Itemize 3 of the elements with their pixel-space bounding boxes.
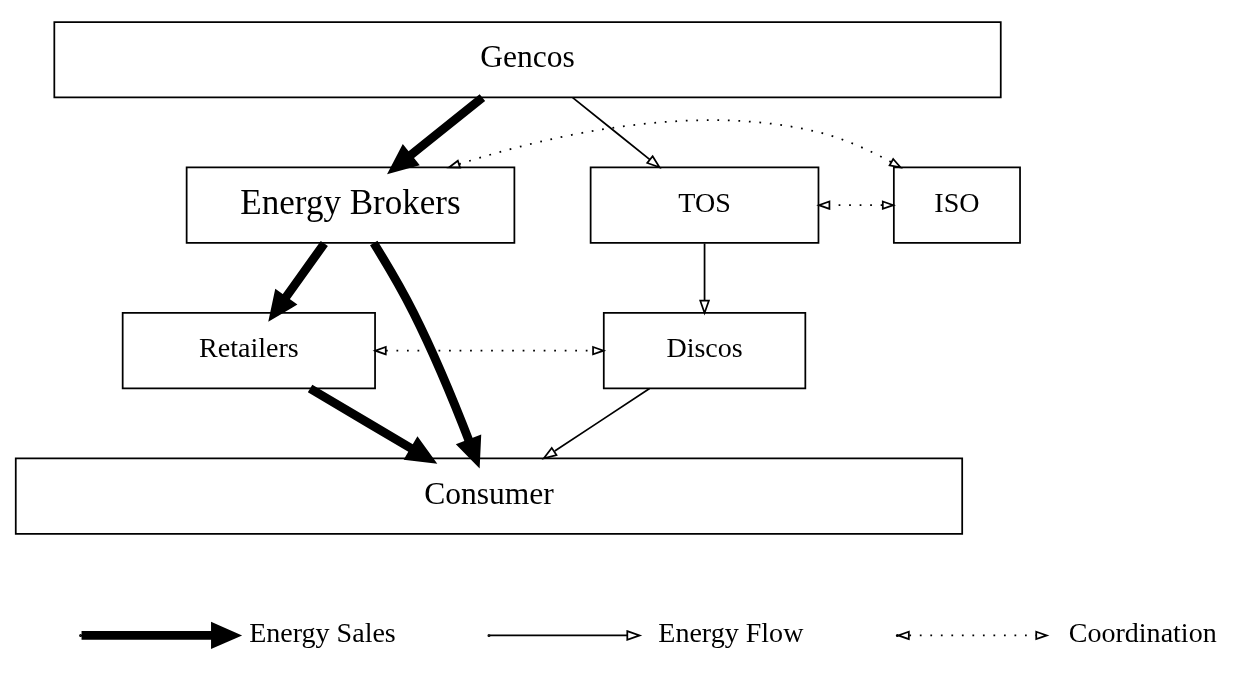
legend-label: Coordination <box>1068 617 1217 649</box>
legend-label: Energy Sales <box>249 617 396 649</box>
legend-label: Energy Flow <box>658 617 804 649</box>
